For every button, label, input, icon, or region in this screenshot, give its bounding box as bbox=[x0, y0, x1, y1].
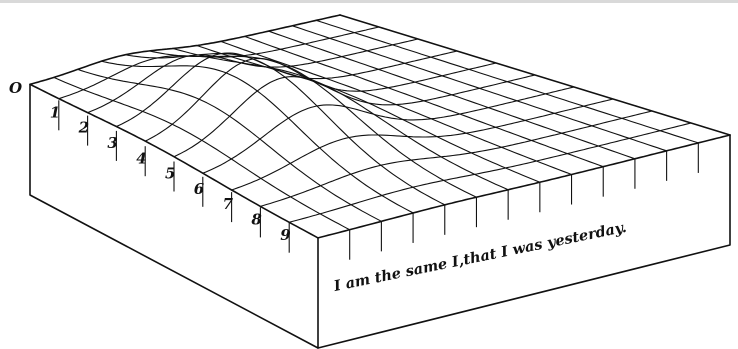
grid-row-line bbox=[87, 38, 419, 114]
row-label: 4 bbox=[136, 149, 146, 167]
top-border bbox=[0, 0, 738, 3]
grid-row-line bbox=[231, 98, 614, 191]
grid-row-line bbox=[317, 134, 731, 239]
grid-column-line bbox=[315, 19, 699, 144]
row-label: 7 bbox=[223, 195, 234, 213]
right-face-outline bbox=[317, 134, 731, 349]
grid-row-line bbox=[259, 110, 653, 207]
grid-column-line bbox=[196, 44, 541, 183]
grid-row-line bbox=[144, 57, 497, 142]
surface-grid bbox=[29, 14, 731, 239]
grid-row-line bbox=[288, 122, 692, 223]
grid-row-line bbox=[173, 74, 536, 158]
grid-row-line bbox=[29, 14, 341, 86]
origin-label: O bbox=[9, 79, 22, 97]
grid-column-line bbox=[244, 35, 604, 168]
row-label: 2 bbox=[78, 119, 89, 137]
grid-column-line bbox=[53, 76, 351, 231]
row-label: 9 bbox=[280, 226, 291, 244]
grid-column-line bbox=[77, 68, 382, 222]
caption-text: I am the same I,that I was yesterday. bbox=[331, 219, 628, 295]
right-face bbox=[317, 134, 731, 349]
grid-column-line bbox=[267, 30, 636, 160]
front-face-outline bbox=[29, 84, 319, 349]
row-label: 3 bbox=[107, 134, 117, 152]
grid-column-line bbox=[124, 53, 446, 206]
row-label: 6 bbox=[194, 180, 205, 198]
grid-column-line bbox=[29, 83, 319, 239]
row-label: 8 bbox=[251, 211, 262, 229]
grid-column-line bbox=[339, 14, 731, 136]
grid-row-line bbox=[202, 86, 575, 174]
front-face bbox=[29, 84, 319, 349]
grid-column-line bbox=[220, 40, 573, 176]
grid-column-line bbox=[291, 25, 668, 152]
grid-column-line bbox=[148, 50, 478, 198]
grid-column-line bbox=[172, 47, 509, 191]
grid-column-line bbox=[100, 60, 414, 214]
row-label: 1 bbox=[50, 103, 60, 121]
row-label: 5 bbox=[165, 165, 175, 183]
